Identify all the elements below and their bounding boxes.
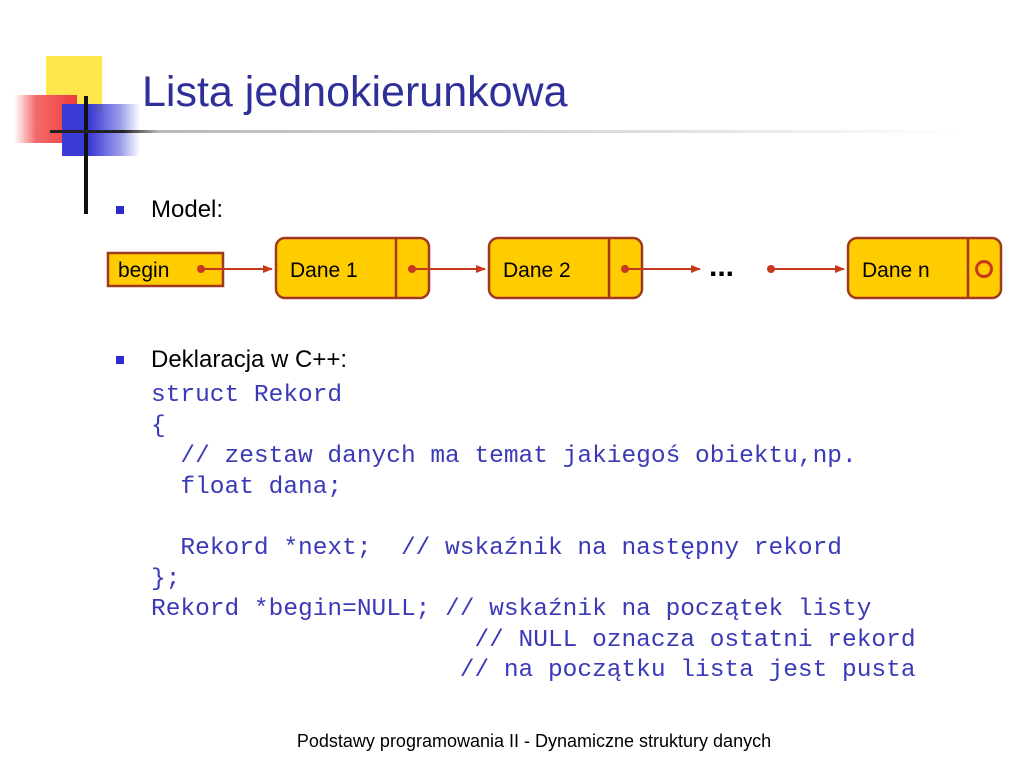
code-line: struct Rekord <box>151 382 343 409</box>
list-node-1: Dane 1 <box>274 236 431 300</box>
null-pointer-icon <box>975 260 993 278</box>
list-node-2: Dane 2 <box>487 236 644 300</box>
code-block: struct Rekord { // zestaw danych ma tema… <box>151 381 916 687</box>
bullet-model: Model: <box>151 196 224 223</box>
node-n-label: Dane n <box>862 259 930 282</box>
code-line: // NULL oznacza ostatni rekord <box>151 626 916 654</box>
logo-vertical-line <box>84 96 88 214</box>
code-line: // na początku lista jest pusta <box>151 657 916 685</box>
bullet-marker-model <box>116 206 124 214</box>
code-line: }; <box>151 565 181 593</box>
slide-footer: Podstawy programowania II - Dynamiczne s… <box>296 731 772 751</box>
node-1-label: Dane 1 <box>290 259 358 282</box>
bullet-declaration: Deklaracja w C++: <box>151 346 348 373</box>
list-node-n: Dane n <box>846 236 1003 300</box>
slide-title: Lista jednokierunkowa <box>142 68 568 116</box>
code-line: // zestaw danych ma temat jakiegoś obiek… <box>151 443 857 471</box>
code-line: Rekord *next; // wskaźnik na następny re… <box>151 534 843 562</box>
begin-label: begin <box>118 259 169 282</box>
begin-pointer-box: begin <box>106 251 225 288</box>
code-line: Rekord *begin=NULL; // wskaźnik na począ… <box>151 596 872 624</box>
linked-list-diagram: begin Dane 1 Dane 2 ... Dane n <box>106 236 1003 300</box>
ellipsis: ... <box>709 250 734 283</box>
bullet-marker-declaration <box>116 356 124 364</box>
code-line <box>151 503 916 534</box>
code-line: float dana; <box>151 473 343 501</box>
title-underline <box>50 130 960 133</box>
node-2-label: Dane 2 <box>503 259 571 282</box>
code-line: { <box>151 412 166 440</box>
